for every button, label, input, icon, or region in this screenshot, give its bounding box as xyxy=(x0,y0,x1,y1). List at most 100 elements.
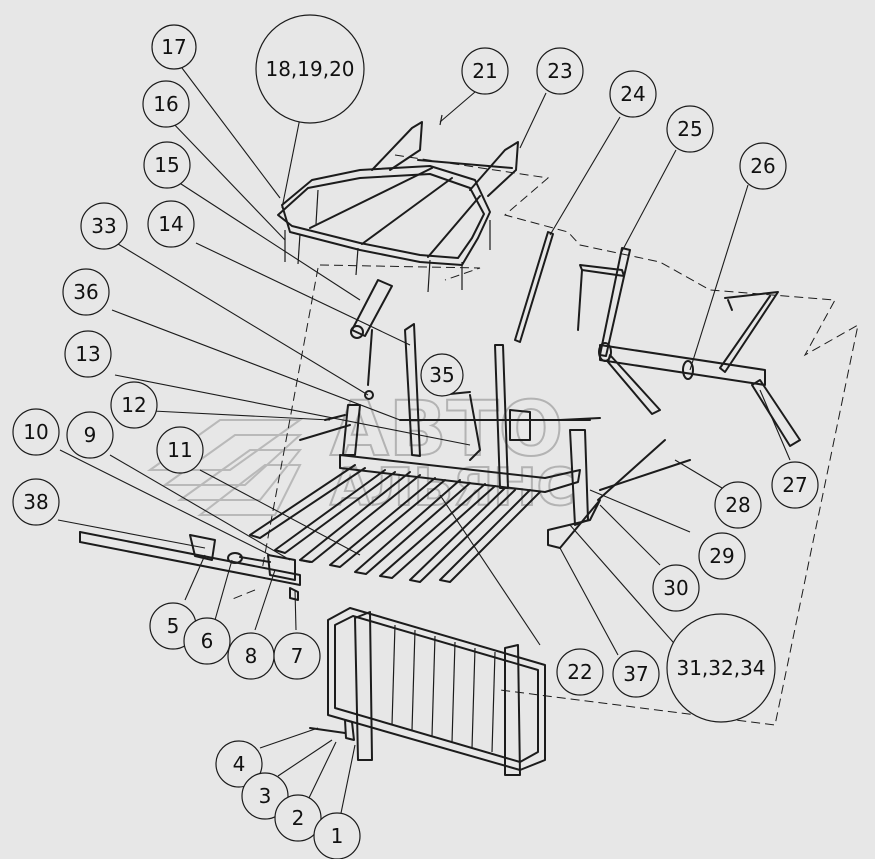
callout-10: 10 xyxy=(12,408,60,456)
callout-label: 38 xyxy=(23,490,48,514)
callout-28: 28 xyxy=(714,481,762,529)
callout-label: 7 xyxy=(291,644,304,668)
callout-label: 9 xyxy=(84,423,97,447)
callout-label: 36 xyxy=(73,280,98,304)
callout-label: 30 xyxy=(663,576,688,600)
callout-label: 25 xyxy=(677,117,702,141)
callout-7: 7 xyxy=(273,632,321,680)
callout-label: 14 xyxy=(158,212,183,236)
callout-label: 29 xyxy=(709,544,734,568)
callout-circle xyxy=(612,650,660,698)
callout-circle xyxy=(652,564,700,612)
callout-14: 14 xyxy=(147,200,195,248)
callout-label: 6 xyxy=(201,629,214,653)
callout-label: 15 xyxy=(154,153,179,177)
callout-label: 11 xyxy=(167,438,192,462)
callout-circle xyxy=(66,411,114,459)
callout-circle xyxy=(183,617,231,665)
callout-12: 12 xyxy=(110,381,158,429)
callout-circle xyxy=(274,794,322,842)
callout-label: 28 xyxy=(725,493,750,517)
callout-label: 2 xyxy=(292,806,305,830)
top-grapple-frame xyxy=(277,114,519,293)
callout-circle xyxy=(12,408,60,456)
callout-circle xyxy=(556,648,604,696)
callout-circle xyxy=(698,532,746,580)
callout-circle xyxy=(142,80,190,128)
callout-circle xyxy=(313,812,361,859)
callout-label: 18,19,20 xyxy=(265,57,354,81)
callout-circle xyxy=(771,461,819,509)
callout-22: 22 xyxy=(556,648,604,696)
callout-27: 27 xyxy=(771,461,819,509)
callout-15: 15 xyxy=(143,141,191,189)
callout-circle xyxy=(151,24,197,70)
callout-label: 21 xyxy=(472,59,497,83)
lower-crossbar xyxy=(79,531,311,601)
callout-38: 38 xyxy=(12,478,60,526)
callout-label: 10 xyxy=(23,420,48,444)
callout-label: 37 xyxy=(623,662,648,686)
callout-circle xyxy=(420,353,464,397)
callout-circle xyxy=(255,14,365,124)
callout-circle xyxy=(273,632,321,680)
callout-17: 17 xyxy=(151,24,197,70)
callout-24: 24 xyxy=(609,70,657,118)
callout-23: 23 xyxy=(536,47,584,95)
callout-33: 33 xyxy=(80,202,128,250)
callout-circle xyxy=(609,70,657,118)
callout-13: 13 xyxy=(64,330,112,378)
lower-backplate-frame xyxy=(309,607,546,776)
callout-26: 26 xyxy=(739,142,787,190)
callout-label: 24 xyxy=(620,82,645,106)
main-grapple-frame xyxy=(299,323,691,549)
callout-circle xyxy=(147,200,195,248)
callout-16: 16 xyxy=(142,80,190,128)
callout-21: 21 xyxy=(461,47,509,95)
callout-31-32-34: 31,32,34 xyxy=(666,613,776,723)
rear-hinge-assembly xyxy=(598,291,801,447)
callout-circle xyxy=(62,268,110,316)
callout-label: 35 xyxy=(429,363,454,387)
callout-label: 17 xyxy=(161,35,186,59)
callout-circle xyxy=(666,105,714,153)
callout-circle xyxy=(156,426,204,474)
callout-29: 29 xyxy=(698,532,746,580)
callout-label: 13 xyxy=(75,342,100,366)
callout-35: 35 xyxy=(420,353,464,397)
callout-label: 23 xyxy=(547,59,572,83)
callout-9: 9 xyxy=(66,411,114,459)
callout-circle xyxy=(666,613,776,723)
callout-circle xyxy=(110,381,158,429)
callout-18-19-20: 18,19,20 xyxy=(255,14,365,124)
callout-1: 1 xyxy=(313,812,361,859)
callout-circle xyxy=(241,772,289,820)
callout-circle xyxy=(536,47,584,95)
callout-label: 12 xyxy=(121,393,146,417)
callout-25: 25 xyxy=(666,105,714,153)
callout-circle xyxy=(739,142,787,190)
callout-11: 11 xyxy=(156,426,204,474)
callout-6: 6 xyxy=(183,617,231,665)
callout-label: 22 xyxy=(567,660,592,684)
callout-4: 4 xyxy=(215,740,263,788)
callout-36: 36 xyxy=(62,268,110,316)
callout-circle xyxy=(215,740,263,788)
callout-label: 27 xyxy=(782,473,807,497)
callout-2: 2 xyxy=(274,794,322,842)
callout-label: 5 xyxy=(167,614,180,638)
callout-circle xyxy=(461,47,509,95)
callout-label: 26 xyxy=(750,154,775,178)
callout-circle xyxy=(80,202,128,250)
callout-label: 33 xyxy=(91,214,116,238)
callout-circle xyxy=(12,478,60,526)
callout-circle xyxy=(64,330,112,378)
callout-circle xyxy=(143,141,191,189)
upper-link-bars xyxy=(514,231,631,357)
callout-8: 8 xyxy=(227,632,275,680)
callout-3: 3 xyxy=(241,772,289,820)
hydraulic-cylinder xyxy=(350,279,393,386)
